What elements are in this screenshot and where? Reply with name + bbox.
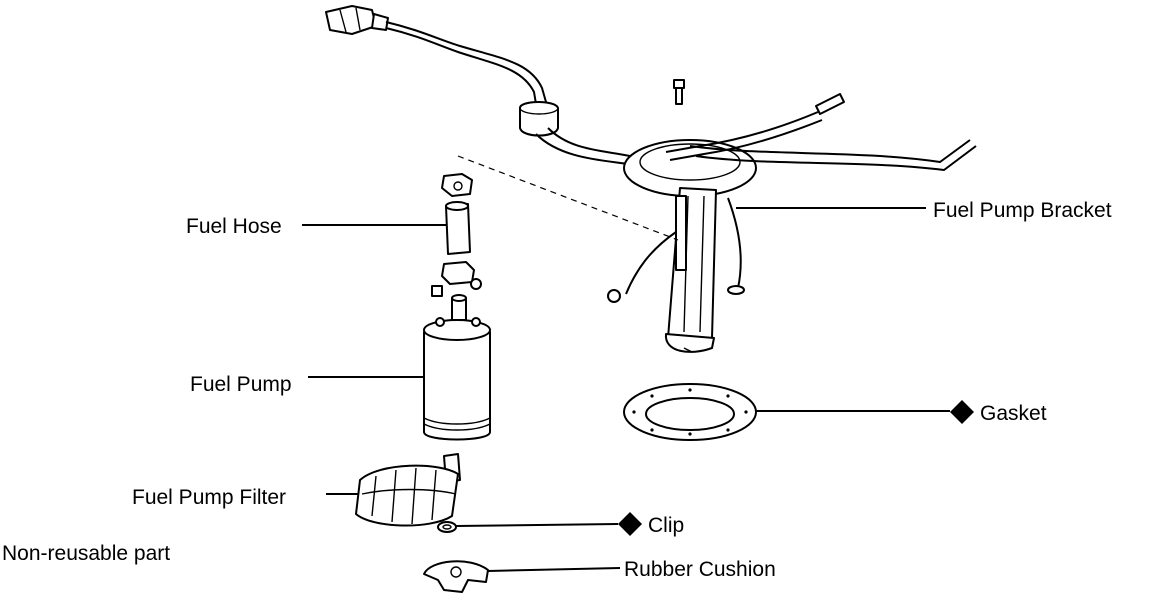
label-fuel-pump-bracket: Fuel Pump Bracket <box>933 199 1112 222</box>
bolt <box>673 79 685 105</box>
hose-clamp-bottom <box>431 261 482 297</box>
rubber-cushion-part <box>423 560 489 593</box>
label-fuel-pump-filter: Fuel Pump Filter <box>132 486 286 509</box>
fuel-pump <box>423 294 491 441</box>
gasket-part <box>623 383 757 441</box>
fuel-hose <box>445 201 471 255</box>
legend-non-reusable: Non-reusable part <box>2 542 170 565</box>
label-fuel-pump: Fuel Pump <box>190 373 292 396</box>
fuel-pump-filter <box>355 453 461 527</box>
leader-clip <box>455 523 619 527</box>
clip-part <box>437 521 457 533</box>
hose-clamp-top <box>441 173 473 197</box>
wire-connector <box>325 5 389 35</box>
label-clip: Clip <box>648 514 684 537</box>
label-gasket: Gasket <box>980 402 1047 425</box>
fuel-pump-bracket <box>607 93 977 353</box>
leader-rubber-cushion <box>487 567 621 572</box>
non-reusable-marker-gasket <box>950 400 974 424</box>
label-fuel-hose: Fuel Hose <box>186 215 282 238</box>
label-rubber-cushion: Rubber Cushion <box>624 558 776 581</box>
wire-harness <box>385 21 631 165</box>
non-reusable-marker-clip <box>618 512 642 536</box>
